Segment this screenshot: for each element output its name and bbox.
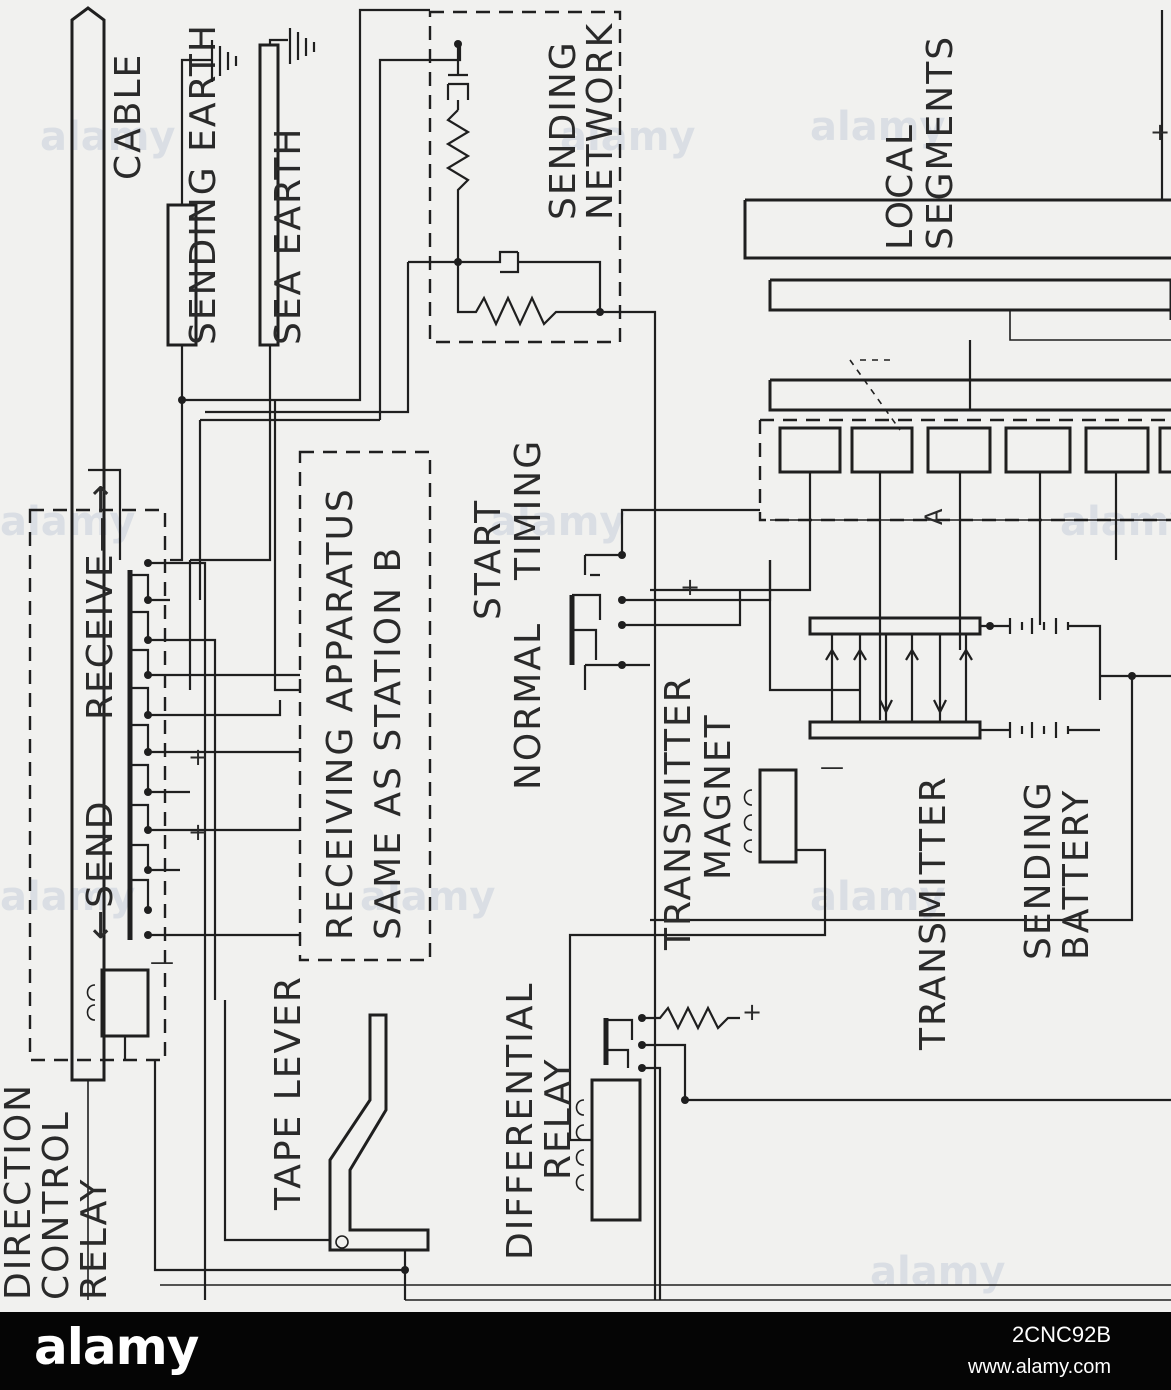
wires-top-left (87, 8, 462, 1300)
sending-network: SENDING NETWORK (428, 10, 657, 1300)
plus-sign: + (742, 998, 762, 1026)
send-label: ←SEND (80, 800, 121, 940)
transmitter: TRANSMITTER (768, 560, 982, 1051)
wire-network-down (205, 262, 410, 414)
watermark: alamy (0, 874, 135, 920)
tape-lever: TAPE LEVER (223, 975, 430, 1300)
direction-control-relay-label: DIRECTION CONTROL RELAY (0, 1083, 115, 1300)
timing-switch: START TIMING NORMAL + (468, 439, 772, 790)
sending-battery-label-2: BATTERY (1056, 789, 1097, 960)
transmitter-label: TRANSMITTER (913, 775, 954, 1051)
dcr-label-1: DIRECTION (0, 1083, 39, 1300)
watermark: alamy (810, 104, 945, 150)
watermarks: alamy alamy alamy alamy alamy alamy alam… (0, 104, 1171, 1295)
differential-relay-label-1: DIFFERENTIAL (500, 982, 541, 1260)
sending-battery: SENDING BATTERY (650, 618, 1171, 960)
plus-sign: + (188, 818, 208, 846)
watermark: alamy (40, 114, 175, 160)
normal-label: NORMAL (508, 622, 549, 790)
transmitter-magnet: TRANSMITTER MAGNET — (568, 675, 844, 1140)
transmitter-magnet-label-2: MAGNET (698, 713, 739, 880)
sending-earth: SENDING EARTH (166, 23, 238, 347)
circuit-diagram-svg: alamy alamy alamy alamy alamy alamy alam… (0, 6, 1171, 1301)
sending-battery-label-1: SENDING (1018, 780, 1059, 960)
stock-footer-bar: alamy 2CNC92B www.alamy.com (0, 1312, 1171, 1390)
receiving-label-2: SAME AS STATION B (368, 546, 409, 940)
local-segments-label-1: LOCAL (880, 123, 921, 250)
sending-earth-label: SENDING EARTH (183, 23, 224, 345)
receiving-apparatus: RECEIVING APPARATUS SAME AS STATION B (273, 400, 432, 962)
sea-earth-label: SEA EARTH (268, 127, 309, 346)
local-segments-label-2: SEGMENTS (920, 35, 961, 250)
earth-symbol-1 (210, 40, 238, 82)
sending-network-label-2: NETWORK (580, 22, 621, 220)
dcr-label-3: RELAY (74, 1178, 115, 1300)
cable-label: CABLE (108, 53, 149, 180)
watermark: alamy (0, 499, 135, 545)
plus-sign: + (680, 573, 700, 601)
plus-sign: + (1150, 118, 1170, 146)
transmitter-magnet-label-1: TRANSMITTER (658, 675, 699, 951)
sending-network-label-1: SENDING (543, 40, 584, 220)
direction-control-relay-switch: ←SEND RECEIVE—→ — (28, 482, 174, 1062)
receiving-label-1: RECEIVING APPARATUS (320, 487, 361, 940)
minus-sign: — (150, 948, 174, 976)
segment-row: A (650, 359, 1171, 720)
differential-relay: DIFFERENTIAL RELAY + (160, 982, 1171, 1301)
timing-label: TIMING (508, 439, 549, 581)
start-label: START (468, 499, 509, 620)
watermark: alamy (490, 499, 625, 545)
differential-relay-label-2: RELAY (538, 1058, 579, 1180)
sea-earth: SEA EARTH (258, 28, 316, 347)
earth-symbol-2 (288, 28, 316, 64)
plus-sign: + (188, 743, 208, 771)
watermark: alamy (810, 874, 945, 920)
relay-contacts (130, 559, 152, 939)
receive-label: RECEIVE—→ (80, 482, 121, 720)
watermark: alamy (360, 874, 495, 920)
tape-lever-label: TAPE LEVER (268, 975, 309, 1211)
image-id: 2CNC92B (1011, 1322, 1111, 1347)
circuit-diagram: alamy alamy alamy alamy alamy alamy alam… (0, 6, 1171, 1301)
minus-sign: — (820, 753, 844, 781)
relay-wires: + + (148, 561, 405, 1300)
local-segments: LOCAL SEGMENTS + (743, 10, 1171, 412)
watermark: alamy (870, 1249, 1005, 1295)
site-url: www.alamy.com (968, 1356, 1111, 1378)
cable: CABLE (70, 6, 149, 1082)
watermark: alamy (560, 114, 695, 160)
alamy-logo: alamy (34, 1318, 199, 1376)
dcr-label-2: CONTROL (36, 1110, 77, 1300)
segment-a-label: A (920, 508, 948, 525)
